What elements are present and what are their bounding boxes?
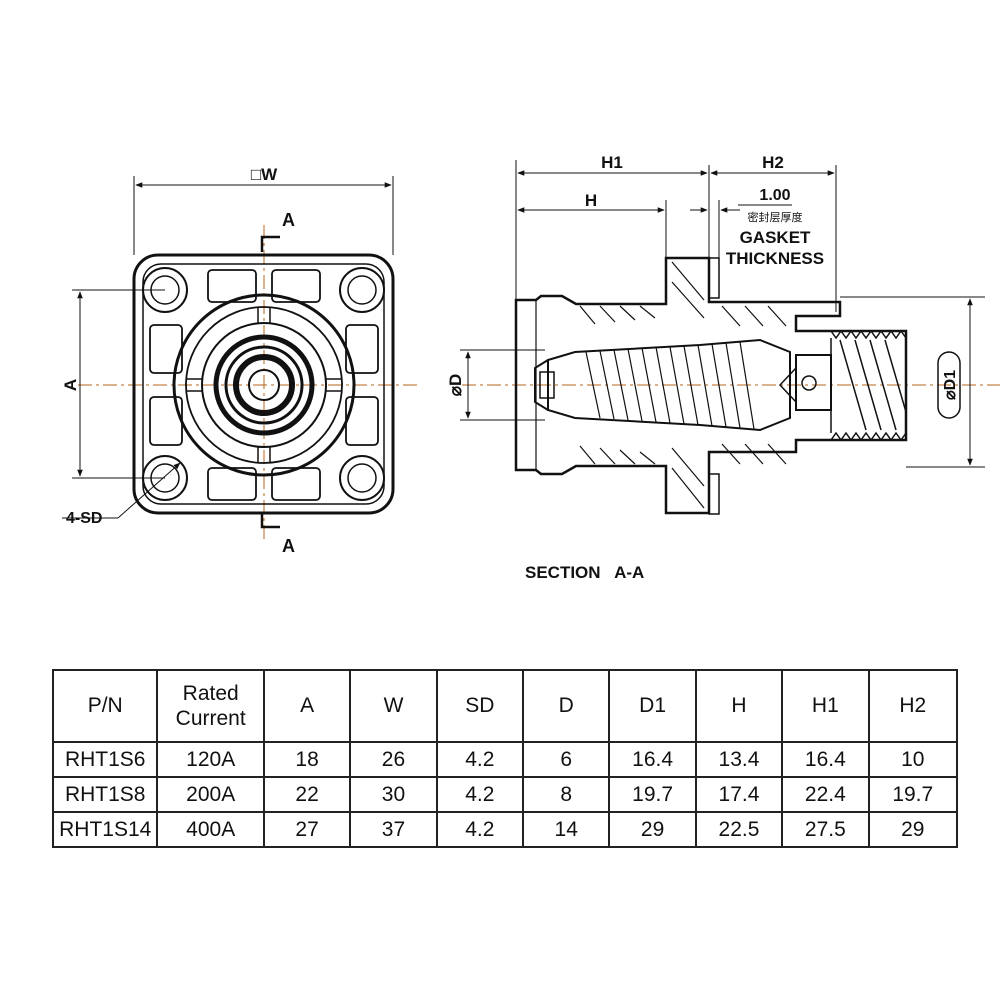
table-cell: 26 bbox=[349, 741, 438, 778]
table-cell: 120A bbox=[156, 741, 265, 778]
hatching bbox=[579, 261, 787, 509]
table-cell: 22 bbox=[262, 776, 352, 813]
d1-badge: ⌀D1 bbox=[937, 351, 961, 419]
table-cell: 27.5 bbox=[781, 811, 870, 848]
front-view bbox=[62, 176, 420, 540]
table-cell: 13.4 bbox=[694, 741, 784, 778]
h1-label: H1 bbox=[601, 153, 623, 172]
header-cell: H2 bbox=[867, 669, 959, 743]
table-cell: RHT1S8 bbox=[51, 776, 159, 813]
section-mark-bottom: A bbox=[282, 536, 295, 556]
technical-drawing: □W A 4-SD A A bbox=[61, 153, 1000, 582]
gasket-value: 1.00 bbox=[759, 187, 790, 204]
spec-table: P/N Rated Current A W SD D D1 H H1 H2 RH… bbox=[51, 669, 959, 848]
table-cell: 400A bbox=[156, 811, 265, 848]
section-view-labels: H1 H2 H 1.00 密封层厚度 GASKET THICKNESS ⌀D ⌀… bbox=[446, 153, 961, 582]
table-row: RHT1S8 200A 22 30 4.2 8 19.7 17.4 22.4 1… bbox=[51, 776, 959, 813]
table-header-row: P/N Rated Current A W SD D D1 H H1 H2 bbox=[51, 669, 959, 743]
table-cell: 37 bbox=[349, 811, 438, 848]
table-cell: 16.4 bbox=[608, 741, 697, 778]
table-cell: 4.2 bbox=[435, 776, 525, 813]
d-label: ⌀D bbox=[446, 374, 465, 397]
table-cell: 22.4 bbox=[781, 776, 870, 813]
front-view-labels: □W A 4-SD A A bbox=[61, 165, 295, 556]
h-label: H bbox=[585, 191, 597, 210]
gasket-cn-label: 密封层厚度 bbox=[748, 210, 803, 224]
section-outline bbox=[514, 256, 908, 515]
section-view bbox=[460, 160, 1000, 515]
table-cell: 18 bbox=[262, 741, 352, 778]
header-cell: H1 bbox=[781, 669, 870, 743]
header-cell: D1 bbox=[608, 669, 697, 743]
width-label: □W bbox=[251, 165, 278, 184]
table-cell: 200A bbox=[156, 776, 265, 813]
section-title: SECTION A-A bbox=[525, 563, 644, 582]
table-cell: 29 bbox=[608, 811, 697, 848]
table-cell: 22.5 bbox=[694, 811, 784, 848]
table-cell: 8 bbox=[522, 776, 611, 813]
table-cell: 30 bbox=[349, 776, 438, 813]
table-cell: 6 bbox=[522, 741, 611, 778]
header-cell: Rated Current bbox=[156, 669, 265, 743]
header-cell: D bbox=[522, 669, 611, 743]
d1-label: ⌀D1 bbox=[942, 370, 959, 400]
table-cell: 10 bbox=[867, 741, 959, 778]
central-boss bbox=[172, 293, 356, 477]
hole-label: 4-SD bbox=[66, 510, 102, 527]
table-cell: 19.7 bbox=[608, 776, 697, 813]
thread-teeth bbox=[830, 329, 907, 442]
height-label: A bbox=[61, 379, 80, 391]
table-cell: 4.2 bbox=[435, 811, 525, 848]
header-cell: H bbox=[694, 669, 784, 743]
table-cell: 29 bbox=[867, 811, 959, 848]
table-cell: 16.4 bbox=[781, 741, 870, 778]
header-cell: SD bbox=[435, 669, 525, 743]
table-cell: RHT1S6 bbox=[51, 741, 159, 778]
table-cell: 27 bbox=[262, 811, 352, 848]
h2-label: H2 bbox=[762, 153, 784, 172]
header-cell: P/N bbox=[51, 669, 159, 743]
table-row: RHT1S6 120A 18 26 4.2 6 16.4 13.4 16.4 1… bbox=[51, 741, 959, 778]
gasket-text-line1: GASKET bbox=[740, 228, 811, 247]
table-cell: 4.2 bbox=[435, 741, 525, 778]
header-cell: W bbox=[349, 669, 438, 743]
table-cell: 14 bbox=[522, 811, 611, 848]
table-cell: RHT1S14 bbox=[51, 811, 159, 848]
table-cell: 19.7 bbox=[867, 776, 959, 813]
table-row: RHT1S14 400A 27 37 4.2 14 29 22.5 27.5 2… bbox=[51, 811, 959, 848]
table-cell: 17.4 bbox=[694, 776, 784, 813]
gasket-text-line2: THICKNESS bbox=[726, 249, 824, 268]
bolt-holes bbox=[142, 267, 385, 501]
header-cell: A bbox=[262, 669, 352, 743]
section-mark-top: A bbox=[282, 210, 295, 230]
flange-outline bbox=[132, 253, 395, 515]
